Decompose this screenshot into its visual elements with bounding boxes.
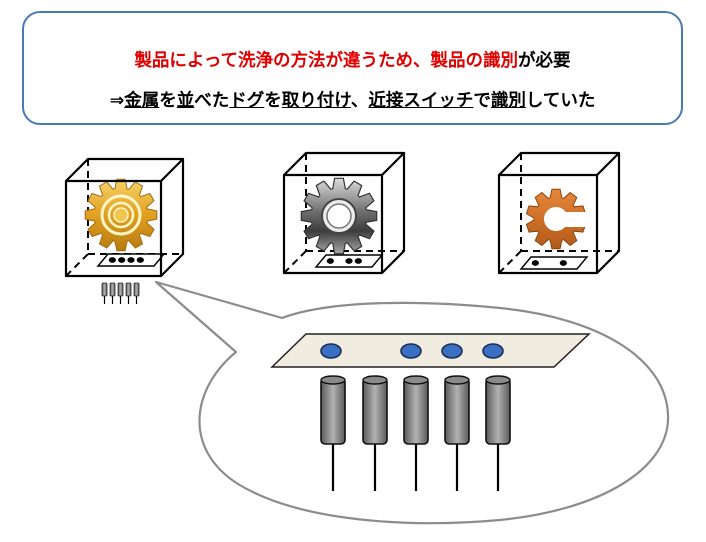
dog-hole-dot bbox=[320, 343, 342, 359]
dog-plate-large bbox=[270, 333, 591, 368]
cube-top-edge bbox=[498, 151, 621, 176]
dog-plate-small bbox=[519, 256, 589, 270]
gold-gear-ring bbox=[107, 201, 135, 229]
caption-line-1: 製品によって洗浄の方法が違うため、製品の識別が必要 bbox=[24, 47, 681, 72]
orange-gear-gap bbox=[558, 212, 592, 227]
cube-front-face bbox=[282, 173, 384, 275]
sensor-pin-small bbox=[117, 282, 124, 297]
caption-segment: 識別 bbox=[490, 91, 526, 111]
caption-segment: が必要 bbox=[518, 51, 571, 71]
caption-segment: で bbox=[473, 91, 491, 111]
callout-bubble bbox=[154, 280, 670, 525]
cube-top-edge bbox=[65, 157, 185, 182]
caption-line-2: ⇒金属を並べたドグを取り付け、近接スイッチで識別していた bbox=[24, 87, 681, 112]
proximity-sensor bbox=[362, 377, 388, 445]
caption-segment: 製品によって洗浄の方法が違うため、製品の識別 bbox=[134, 51, 519, 71]
sensor-pin-small bbox=[125, 282, 132, 297]
sensor-cap bbox=[444, 375, 470, 385]
product-box-silver bbox=[282, 151, 406, 275]
caption-segment: 並 bbox=[176, 91, 195, 111]
gold-gear-ring bbox=[100, 194, 142, 236]
proximity-sensor bbox=[403, 377, 429, 445]
cube-hidden-edge bbox=[65, 253, 89, 277]
caption-segment: 取り付け bbox=[281, 91, 351, 111]
sensor-cap bbox=[320, 375, 346, 385]
caption-segment: ⇒ bbox=[109, 91, 125, 111]
sensor-cap bbox=[403, 375, 429, 385]
caption-segment: を bbox=[159, 91, 177, 111]
cube-right-edge bbox=[160, 159, 185, 277]
caption-segment: していた bbox=[525, 91, 596, 111]
dog-dot bbox=[345, 258, 353, 264]
dog-dot bbox=[127, 257, 135, 263]
dog-dot bbox=[136, 257, 144, 263]
silver-gear-hub bbox=[326, 203, 352, 229]
sensor-cap bbox=[485, 375, 511, 385]
caption-segment: 近接スイッチ bbox=[368, 91, 474, 111]
cube-top-edge bbox=[283, 151, 406, 176]
caption-segment: ドグ bbox=[229, 91, 265, 111]
caption-segment: 金属 bbox=[124, 91, 160, 111]
product-box-gold bbox=[64, 157, 185, 304]
orange-gear-icon bbox=[525, 188, 592, 250]
proximity-sensor bbox=[444, 377, 470, 445]
cube-hidden-edge bbox=[498, 250, 522, 274]
proximity-sensor bbox=[485, 377, 511, 445]
gold-gear-hub bbox=[113, 207, 129, 223]
dog-dot bbox=[559, 260, 567, 266]
dog-hole-dot bbox=[400, 343, 422, 359]
caption-segment: べた bbox=[194, 91, 230, 111]
sensor-cap bbox=[362, 375, 388, 385]
cube-hidden-edge bbox=[283, 250, 307, 274]
caption-box: 製品によって洗浄の方法が違うため、製品の識別が必要 ⇒金属を並べたドグを取り付け… bbox=[22, 11, 683, 125]
caption-segment: 、 bbox=[350, 91, 369, 111]
cube-front-face bbox=[497, 173, 599, 275]
sensor-pin-small bbox=[101, 282, 108, 297]
dog-dot bbox=[108, 257, 116, 263]
dog-dot bbox=[531, 260, 539, 266]
cube-right-edge bbox=[381, 153, 406, 274]
cube-front-face bbox=[64, 179, 163, 278]
caption-segment: を bbox=[264, 91, 282, 111]
proximity-sensor bbox=[320, 377, 346, 445]
sensor-pin-small bbox=[109, 282, 116, 297]
dog-dot bbox=[354, 258, 362, 264]
dog-hole-dot bbox=[441, 343, 463, 359]
dog-hole-dot bbox=[482, 343, 504, 359]
sensor-pin-small bbox=[133, 282, 140, 297]
dog-dot bbox=[118, 257, 126, 263]
dog-dot bbox=[326, 258, 334, 264]
product-box-orange bbox=[497, 151, 621, 275]
cube-right-edge bbox=[596, 153, 621, 274]
